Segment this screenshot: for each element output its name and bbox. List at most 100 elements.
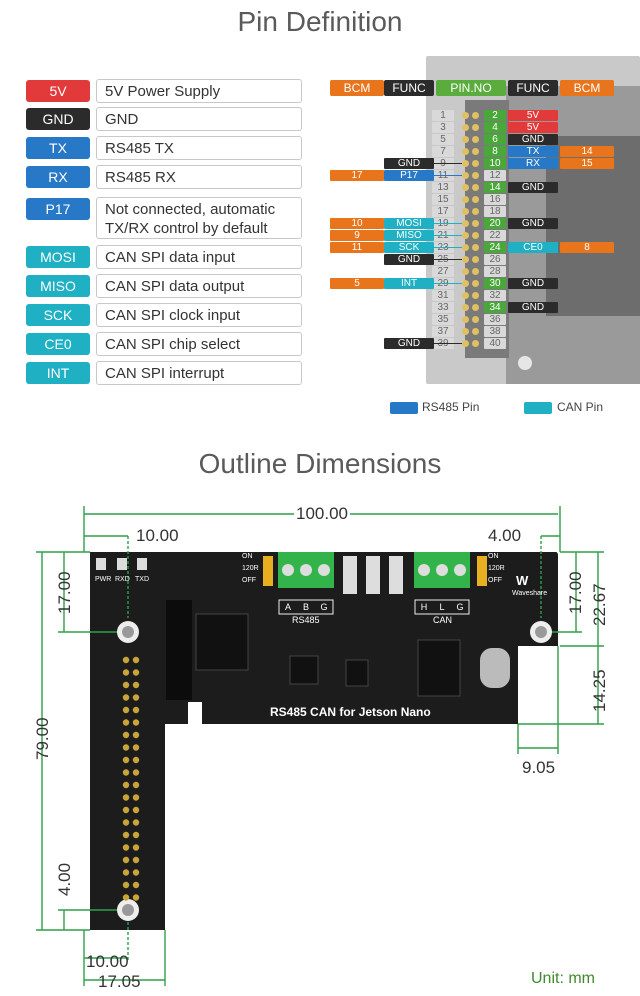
terminal-pin-label: A xyxy=(284,602,291,612)
gpio-pad xyxy=(132,769,140,776)
legend-tag: GND xyxy=(26,108,90,130)
mount-hole-bottom xyxy=(117,899,139,921)
gpio-pad xyxy=(132,756,140,764)
dim-height: 79.00 xyxy=(33,717,52,760)
gpio-pad xyxy=(122,731,130,739)
pin-dot xyxy=(472,184,479,191)
legend-description: CAN SPI clock input xyxy=(96,303,302,327)
pin-number-right: 14 xyxy=(484,182,506,193)
dim-left-top: 17.00 xyxy=(55,571,74,614)
switch-label: OFF xyxy=(488,577,502,584)
pin-number-left: 5 xyxy=(432,134,454,145)
terminal-pin-label: G xyxy=(456,602,464,612)
pin-number-right: 26 xyxy=(484,254,506,265)
pin-dot xyxy=(462,328,469,335)
pin-number-right: 10 xyxy=(484,158,506,169)
pin-header-bcm-left: BCM xyxy=(330,80,384,96)
legend-description: RS485 RX xyxy=(96,165,302,189)
pin-func-right: GND xyxy=(508,278,558,289)
pin-dot xyxy=(472,256,479,263)
pin-bcm-left: 5 xyxy=(330,278,384,289)
pin-dot xyxy=(462,136,469,143)
pin-func-left: SCK xyxy=(384,242,434,253)
switch-label: ON xyxy=(242,553,253,560)
crystal xyxy=(480,648,510,688)
switch-label: 120R xyxy=(488,565,505,572)
gpio-pad xyxy=(122,694,130,701)
pin-dot xyxy=(462,220,469,227)
pin-func-right: GND xyxy=(508,218,558,229)
pin-number-left: 17 xyxy=(432,206,454,217)
gpio-pad xyxy=(132,819,140,826)
gpio-pad xyxy=(132,881,140,889)
gpio-pad xyxy=(122,769,130,776)
pin-dot xyxy=(472,292,479,299)
pin-number-right: 20 xyxy=(484,218,506,229)
can-controller-chip xyxy=(417,639,461,697)
pin-number-left: 7 xyxy=(432,146,454,157)
gpio-pad xyxy=(122,806,130,814)
pin-func-right: GND xyxy=(508,302,558,313)
pin-header-func-right: FUNC xyxy=(508,80,558,96)
pin-bcm-right: 8 xyxy=(560,242,614,253)
gpio-pad xyxy=(132,806,140,814)
legend-tag: CE0 xyxy=(26,333,90,355)
pin-func-left: GND xyxy=(384,158,434,169)
legend-description: 5V Power Supply xyxy=(96,79,302,103)
gpio-pad xyxy=(122,706,130,714)
pin-dot xyxy=(462,256,469,263)
legend-description: GND xyxy=(96,107,302,131)
pin-dot xyxy=(472,304,479,311)
pin-func-right: TX xyxy=(508,146,558,157)
pin-number-left: 35 xyxy=(432,314,454,325)
legend-description: Not connected, automatic TX/RX control b… xyxy=(96,197,302,239)
legend-tag: TX xyxy=(26,137,90,159)
rs485-terminal-label: RS485 xyxy=(292,615,320,625)
pin-bcm-left: 9 xyxy=(330,230,384,241)
waveshare-logo-icon: W xyxy=(516,573,529,588)
pin-dot xyxy=(472,328,479,335)
led-label: PWR xyxy=(95,576,112,583)
switch-label: OFF xyxy=(242,577,256,584)
pin-func-left: INT xyxy=(384,278,434,289)
legend-tag: RX xyxy=(26,166,90,188)
gpio-pad xyxy=(122,881,130,889)
pin-func-right: 5V xyxy=(508,110,558,121)
pin-dot xyxy=(462,208,469,215)
pin-dot xyxy=(472,220,479,227)
pin-dot xyxy=(462,292,469,299)
legend-tag: 5V xyxy=(26,80,90,102)
legend-description: RS485 TX xyxy=(96,136,302,160)
gpio-pad xyxy=(132,656,140,664)
terminal-pin-label: L xyxy=(439,602,445,612)
pin-func-left: MOSI xyxy=(384,218,434,229)
pin-func-right: GND xyxy=(508,134,558,145)
pin-number-left: 31 xyxy=(432,290,454,301)
legend-tag: SCK xyxy=(26,304,90,326)
gpio-pad xyxy=(132,844,140,851)
can-key-swatch xyxy=(524,402,552,414)
pin-dot xyxy=(462,148,469,155)
pin-number-right: 34 xyxy=(484,302,506,313)
gpio-pad xyxy=(122,844,130,851)
pin-connector xyxy=(434,175,462,176)
pin-definition-title: Pin Definition xyxy=(237,6,403,37)
dim-bottom-hole: 4.00 xyxy=(55,862,74,896)
pin-bcm-left: 10 xyxy=(330,218,384,229)
pin-number-right: 8 xyxy=(484,146,506,157)
legend-tag: P17 xyxy=(26,198,90,220)
pin-number-right: 22 xyxy=(484,230,506,241)
gpio-pad xyxy=(122,819,130,826)
pin-dot xyxy=(472,196,479,203)
pin-dot xyxy=(462,160,469,167)
pin-number-right: 6 xyxy=(484,134,506,145)
gpio-pad xyxy=(122,719,130,726)
gpio-pad xyxy=(132,706,140,714)
legend-tag: MOSI xyxy=(26,246,90,268)
pin-number-left: 15 xyxy=(432,194,454,205)
pin-dot xyxy=(472,124,479,131)
pin-number-left: 27 xyxy=(432,266,454,277)
gpio-pad xyxy=(132,694,140,701)
pin-func-left: P17 xyxy=(384,170,434,181)
switch-label: ON xyxy=(488,553,499,560)
